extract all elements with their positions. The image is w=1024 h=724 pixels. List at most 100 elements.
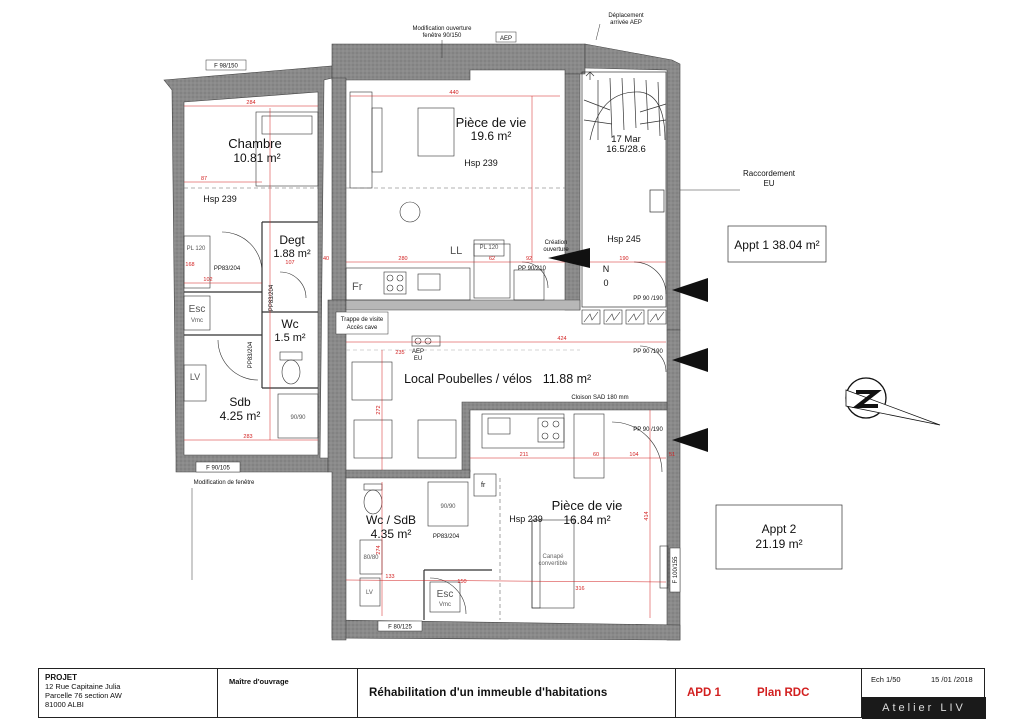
appt2-area: 21.19 m² [755, 537, 802, 551]
stair-hsp: Hsp 245 [607, 234, 641, 244]
note-trappe-1: Trappe de visite [341, 317, 384, 323]
opening-pp90-190-a: PP 90 /190 [633, 296, 663, 302]
stair-vents [581, 309, 667, 325]
apartment-boxes: Appt 1 38.04 m² Appt 2 21.19 m² [715, 225, 843, 570]
entrance-arrow-3 [672, 348, 708, 372]
room-area-local: 11.88 m² [543, 372, 591, 386]
fixture-shower-3: 80/80 [363, 555, 379, 561]
dim-316: 316 [575, 586, 584, 592]
note-raccordement-2: EU [763, 179, 774, 188]
opening-pp83-204-b: PP83/204 [269, 284, 275, 311]
atelier-logo: Atelier LIV [862, 697, 986, 719]
project-address-1: 12 Rue Capitaine Julia [45, 682, 121, 691]
dim-102: 102 [203, 277, 212, 283]
opening-pp90-190-b: PP 90 /190 [633, 349, 663, 355]
fixture-fr-1: Fr [352, 281, 363, 293]
dim-235: 235 [395, 350, 404, 356]
note-modif-ouverture-1: Modification ouverture [412, 26, 472, 32]
staircase [581, 71, 667, 308]
entrance-arrows [548, 248, 708, 452]
stair-ratio: 16.5/28.6 [606, 144, 646, 155]
note-deplacement-2: arrivée AEP [610, 20, 642, 26]
door-swings [217, 231, 667, 615]
drawing-title: Réhabilitation d'un immeuble d'habitatio… [369, 687, 608, 699]
note-creation-1: Création [545, 240, 568, 246]
title-block: PROJET 12 Rue Capitaine Julia Parcelle 7… [38, 668, 986, 721]
room-name-local: Local Poubelles / vélos [404, 372, 532, 386]
fixture-esc-1: Esc [189, 304, 206, 315]
dim-40: 40 [323, 256, 329, 262]
note-n0-2: 0 [603, 278, 608, 288]
room-name-piece-vie-1: Pièce de vie [456, 115, 527, 130]
dim-274: 274 [376, 545, 382, 554]
project-info: PROJET 12 Rue Capitaine Julia Parcelle 7… [45, 673, 122, 721]
dim-211: 211 [520, 452, 529, 458]
note-creation-2: ouverture [543, 247, 569, 253]
furniture [183, 91, 669, 613]
fixture-ll: LL [450, 245, 462, 257]
dim-150: 150 [457, 579, 466, 585]
note-canape-2: convertible [538, 561, 568, 567]
opening-f90-105: F 90/105 [206, 466, 230, 472]
dimension-lines [184, 95, 667, 618]
dashed-lines [184, 187, 565, 620]
dim-62: 62 [489, 256, 495, 262]
fixture-lv-2: LV [366, 590, 373, 596]
room-area-wc-sdb: 4.35 m² [371, 527, 412, 541]
room-area-chambre: 10.81 m² [233, 151, 280, 165]
dim-440: 440 [449, 90, 458, 96]
fixture-vmc-2: Vmc [439, 602, 451, 608]
room-name-chambre: Chambre [228, 136, 281, 151]
annotations: Modification ouverture fenêtre 90/150 AE… [191, 13, 796, 580]
room-hsp-chambre: Hsp 239 [203, 194, 237, 204]
note-aep-top: AEP [500, 36, 512, 42]
room-area-degt: 1.88 m² [273, 248, 311, 260]
dim-92: 92 [526, 256, 532, 262]
opening-pp90-190-c: PP 90 /190 [633, 427, 663, 433]
dim-107: 107 [285, 260, 294, 266]
dimension-labels: 440 284 87 280 40 62 92 190 168 107 102 … [185, 90, 675, 592]
note-deplacement-1: Déplacement [608, 13, 644, 19]
fixture-shower-1: 90/90 [290, 415, 306, 421]
note-aep-eu-2: EU [414, 356, 422, 362]
dim-284: 284 [246, 100, 255, 106]
opening-pp83-204-a: PP83/204 [214, 266, 241, 272]
room-labels: Chambre 10.81 m² Hsp 239 Pièce de vie 19… [203, 115, 646, 541]
note-aep-eu-1: AEP [412, 349, 424, 355]
project-address-2: Parcelle 76 section AW [45, 691, 122, 700]
appt2-name: Appt 2 [762, 522, 797, 536]
note-trappe-2: Accès cave [347, 325, 378, 331]
note-n0-1: N [603, 264, 610, 274]
fixture-labels: Esc Vmc LV PL 120 PL 120 Fr LL fr 90/90 … [187, 245, 499, 608]
opening-f98-150: F 98/150 [214, 64, 238, 70]
room-name-wc-sdb: Wc / SdB [366, 513, 416, 527]
opening-labels: F 98/150 F 90/105 F 80/125 F 100/155 PP8… [195, 59, 681, 632]
dim-190: 190 [619, 256, 628, 262]
dim-133: 133 [385, 574, 394, 580]
fixture-pl120-1: PL 120 [187, 246, 206, 252]
room-name-piece-vie-2: Pièce de vie [552, 498, 623, 513]
note-raccordement-1: Raccordement [743, 169, 796, 178]
entrance-arrow-2 [672, 278, 708, 302]
opening-pp83-204-d: PP83/204 [433, 534, 460, 540]
scale-label: Ech 1/50 [871, 675, 901, 684]
room-name-wc: Wc [281, 317, 298, 331]
dim-414: 414 [644, 511, 650, 520]
project-address-3: 81000 ALBI [45, 700, 84, 709]
plan-label: Plan RDC [757, 687, 810, 699]
phase-label: APD 1 [687, 687, 721, 699]
note-cloison: Cloison SAD 180 mm [571, 395, 628, 401]
room-area-sdb: 4.25 m² [220, 409, 261, 423]
project-label: PROJET [45, 673, 78, 682]
note-canape-1: Canapé [542, 554, 564, 560]
dim-283: 283 [243, 434, 252, 440]
fixture-pl120-2: PL 120 [480, 245, 499, 251]
room-name-degt: Degt [279, 233, 305, 247]
dim-168: 168 [185, 262, 194, 268]
fixture-esc-2: Esc [437, 589, 454, 600]
note-modif-ouverture-2: fenêtre 90/150 [423, 33, 462, 39]
opening-pp83-204-c: PP83/204 [248, 341, 254, 368]
opening-f80-125: F 80/125 [388, 625, 412, 631]
date-label: 15 /01 /2018 [931, 675, 973, 684]
